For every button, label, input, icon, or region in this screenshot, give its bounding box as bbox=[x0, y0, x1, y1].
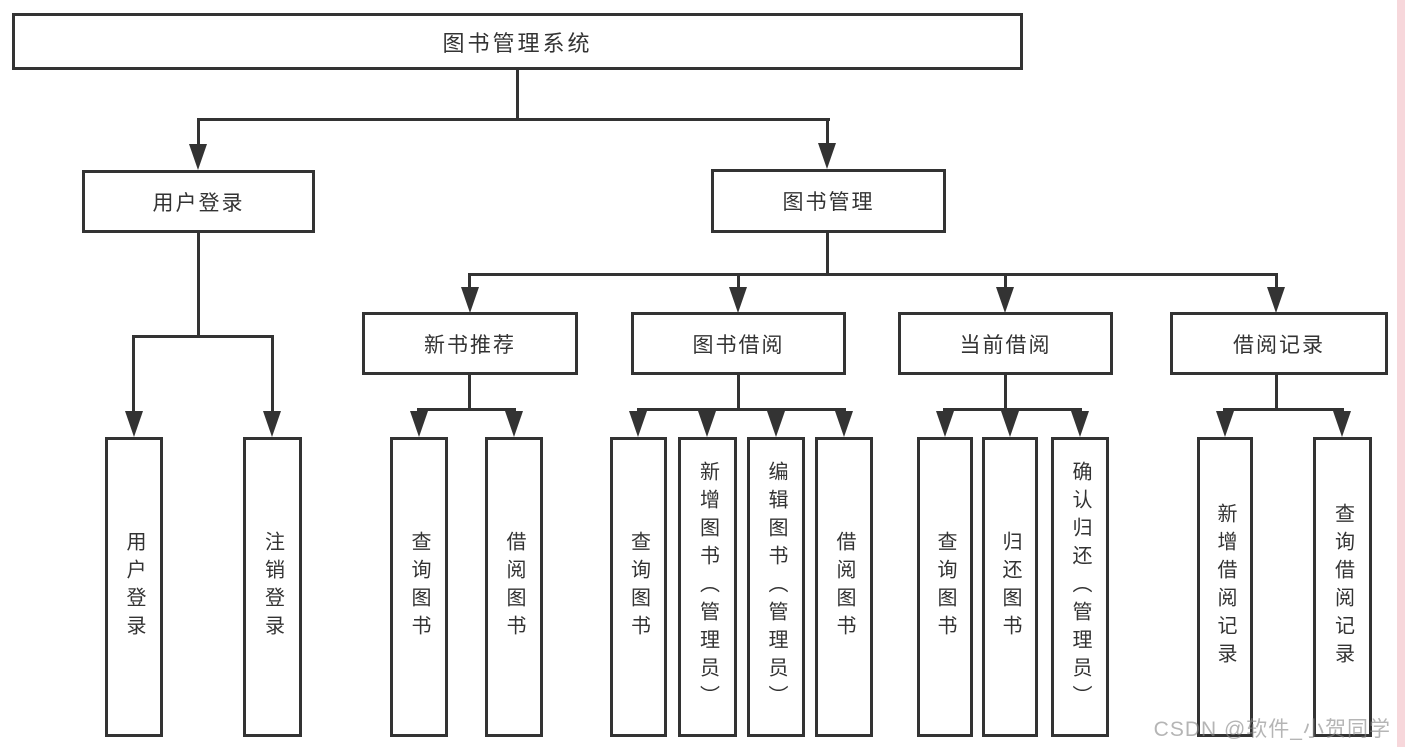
node-user-login: 用户登录 bbox=[82, 170, 315, 233]
connector-root-rail bbox=[197, 118, 830, 121]
connector-drop bbox=[417, 408, 420, 412]
connector-current-borrow-rail bbox=[943, 408, 1082, 411]
node-label: 图书管理系统 bbox=[442, 30, 593, 56]
node-library-management-system: 图书管理系统 bbox=[12, 13, 1023, 70]
connector-drop bbox=[943, 408, 946, 412]
arrow-down-icon bbox=[189, 144, 207, 170]
arrow-down-icon bbox=[1333, 411, 1351, 437]
arrow-down-icon bbox=[1071, 411, 1089, 437]
leaf-confirm-return-admin: 确认归还（管理员） bbox=[1051, 437, 1109, 737]
arrow-down-icon bbox=[1001, 411, 1019, 437]
arrow-down-icon bbox=[505, 411, 523, 437]
connector-drop bbox=[1341, 408, 1344, 412]
leaf-label: 借阅图书 bbox=[833, 531, 855, 643]
arrow-down-icon bbox=[936, 411, 954, 437]
leaf-label: 注销登录 bbox=[261, 531, 284, 643]
leaf-label: 新增借阅记录 bbox=[1214, 503, 1236, 671]
leaf-query-books-borrow: 查询图书 bbox=[610, 437, 667, 737]
leaf-label: 查询图书 bbox=[408, 531, 430, 643]
node-label: 借阅记录 bbox=[1233, 333, 1325, 357]
connector-user-login-rail bbox=[132, 335, 274, 338]
leaf-add-borrow-record: 新增借阅记录 bbox=[1197, 437, 1253, 737]
arrow-down-icon bbox=[996, 287, 1014, 313]
leaf-label: 确认归还（管理员） bbox=[1069, 461, 1091, 713]
arrow-down-icon bbox=[835, 411, 853, 437]
leaf-label: 查询图书 bbox=[934, 531, 956, 643]
connector-drop bbox=[1078, 408, 1081, 412]
node-label: 新书推荐 bbox=[424, 333, 516, 357]
connector-drop bbox=[1008, 408, 1011, 412]
leaf-query-books-current: 查询图书 bbox=[917, 437, 973, 737]
leaf-label: 查询借阅记录 bbox=[1331, 503, 1354, 671]
leaf-query-borrow-record: 查询借阅记录 bbox=[1313, 437, 1372, 737]
connector-records-rail bbox=[1223, 408, 1344, 411]
connector-book-mgmt-rail bbox=[468, 273, 1277, 276]
connector-drop-current-borrow bbox=[1004, 273, 1007, 287]
leaf-label: 编辑图书（管理员） bbox=[765, 461, 787, 713]
connector-book-mgmt-stem bbox=[826, 233, 829, 273]
leaf-user-login: 用户登录 bbox=[105, 437, 163, 737]
leaf-borrow-books-recommend: 借阅图书 bbox=[485, 437, 543, 737]
leaf-label: 借阅图书 bbox=[503, 531, 525, 643]
connector-user-login-stem bbox=[197, 233, 200, 335]
node-book-management: 图书管理 bbox=[711, 169, 946, 233]
arrow-down-icon bbox=[461, 287, 479, 313]
arrow-down-icon bbox=[629, 411, 647, 437]
connector-drop-new-books bbox=[468, 273, 471, 287]
connector-drop bbox=[1223, 408, 1226, 412]
connector-drop bbox=[774, 408, 777, 412]
connector-drop-logout-leaf bbox=[271, 335, 274, 411]
connector-drop bbox=[706, 408, 709, 412]
arrow-down-icon bbox=[410, 411, 428, 437]
csdn-watermark: CSDN @软件_小贺同学 bbox=[1153, 718, 1391, 741]
connector-drop bbox=[842, 408, 845, 412]
arrow-down-icon bbox=[698, 411, 716, 437]
connector-drop bbox=[637, 408, 640, 412]
arrow-down-icon bbox=[1267, 287, 1285, 313]
leaf-label: 新增图书（管理员） bbox=[696, 461, 719, 713]
leaf-add-books-admin: 新增图书（管理员） bbox=[678, 437, 737, 737]
leaf-label: 归还图书 bbox=[999, 531, 1021, 643]
node-book-borrowing: 图书借阅 bbox=[631, 312, 846, 375]
leaf-return-books: 归还图书 bbox=[982, 437, 1038, 737]
arrow-down-icon bbox=[818, 143, 836, 169]
arrow-down-icon bbox=[263, 411, 281, 437]
connector-root-stem bbox=[516, 70, 519, 118]
connector-drop-book-management bbox=[826, 118, 829, 143]
connector-new-books-stem bbox=[468, 375, 471, 408]
connector-drop-book-borrow bbox=[737, 273, 740, 287]
page-edge-strip bbox=[1397, 0, 1405, 747]
connector-drop-login-leaf bbox=[132, 335, 135, 411]
connector-records-stem bbox=[1275, 375, 1278, 408]
node-label: 当前借阅 bbox=[959, 333, 1052, 357]
leaf-borrow-books: 借阅图书 bbox=[815, 437, 873, 737]
leaf-label: 用户登录 bbox=[123, 531, 145, 643]
leaf-query-books-recommend: 查询图书 bbox=[390, 437, 448, 737]
node-label: 图书借阅 bbox=[692, 333, 785, 357]
leaf-logout: 注销登录 bbox=[243, 437, 302, 737]
node-label: 图书管理 bbox=[782, 191, 875, 214]
node-new-book-recommendation: 新书推荐 bbox=[362, 312, 578, 375]
arrow-down-icon bbox=[125, 411, 143, 437]
leaf-label: 查询图书 bbox=[627, 531, 650, 643]
node-borrowing-records: 借阅记录 bbox=[1170, 312, 1388, 375]
connector-drop-borrow-records bbox=[1275, 273, 1278, 287]
leaf-edit-books-admin: 编辑图书（管理员） bbox=[747, 437, 805, 737]
connector-book-borrow-stem bbox=[737, 375, 740, 408]
connector-current-borrow-stem bbox=[1004, 375, 1007, 408]
connector-new-books-rail bbox=[417, 408, 516, 411]
connector-drop-user-login bbox=[197, 118, 200, 144]
arrow-down-icon bbox=[767, 411, 785, 437]
node-label: 用户登录 bbox=[152, 191, 245, 215]
node-current-borrowing: 当前借阅 bbox=[898, 312, 1113, 375]
connector-drop bbox=[512, 408, 515, 412]
arrow-down-icon bbox=[729, 287, 747, 313]
connector-book-borrow-rail bbox=[637, 408, 846, 411]
arrow-down-icon bbox=[1216, 411, 1234, 437]
